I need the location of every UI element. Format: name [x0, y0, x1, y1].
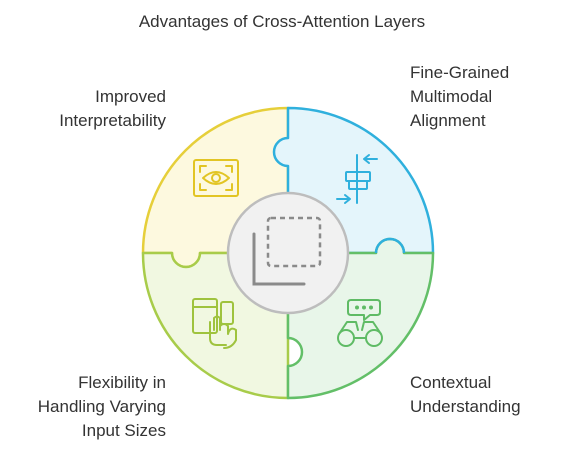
touch-devices-icon: [192, 298, 237, 349]
label-flexibility-input-sizes: Flexibility in Handling Varying Input Si…: [0, 371, 166, 443]
label-line: Fine-Grained: [410, 63, 510, 82]
align-center-icon: [336, 154, 378, 204]
label-improved-interpretability: Improved Interpretability: [6, 85, 166, 133]
center-circle: [226, 191, 350, 315]
label-line: Improved: [95, 87, 166, 106]
diagram-title: Advantages of Cross-Attention Layers: [138, 12, 426, 31]
label-line: Multimodal: [410, 87, 493, 106]
label-line: Interpretability: [59, 111, 166, 130]
binoculars-chat-icon: [337, 299, 383, 347]
label-line: Alignment: [410, 111, 486, 130]
crop-frame-icon: [252, 216, 322, 286]
label-line: Contextual: [410, 373, 492, 392]
label-contextual-understanding: Contextual Understanding: [410, 371, 560, 419]
label-line: Handling Varying: [37, 397, 166, 416]
eye-icon: [193, 159, 239, 197]
label-line: Flexibility in: [78, 373, 166, 392]
label-line: Understanding: [410, 397, 521, 416]
label-line: Input Sizes: [81, 421, 166, 440]
label-fine-grained-alignment: Fine-Grained Multimodal Alignment: [410, 61, 560, 133]
